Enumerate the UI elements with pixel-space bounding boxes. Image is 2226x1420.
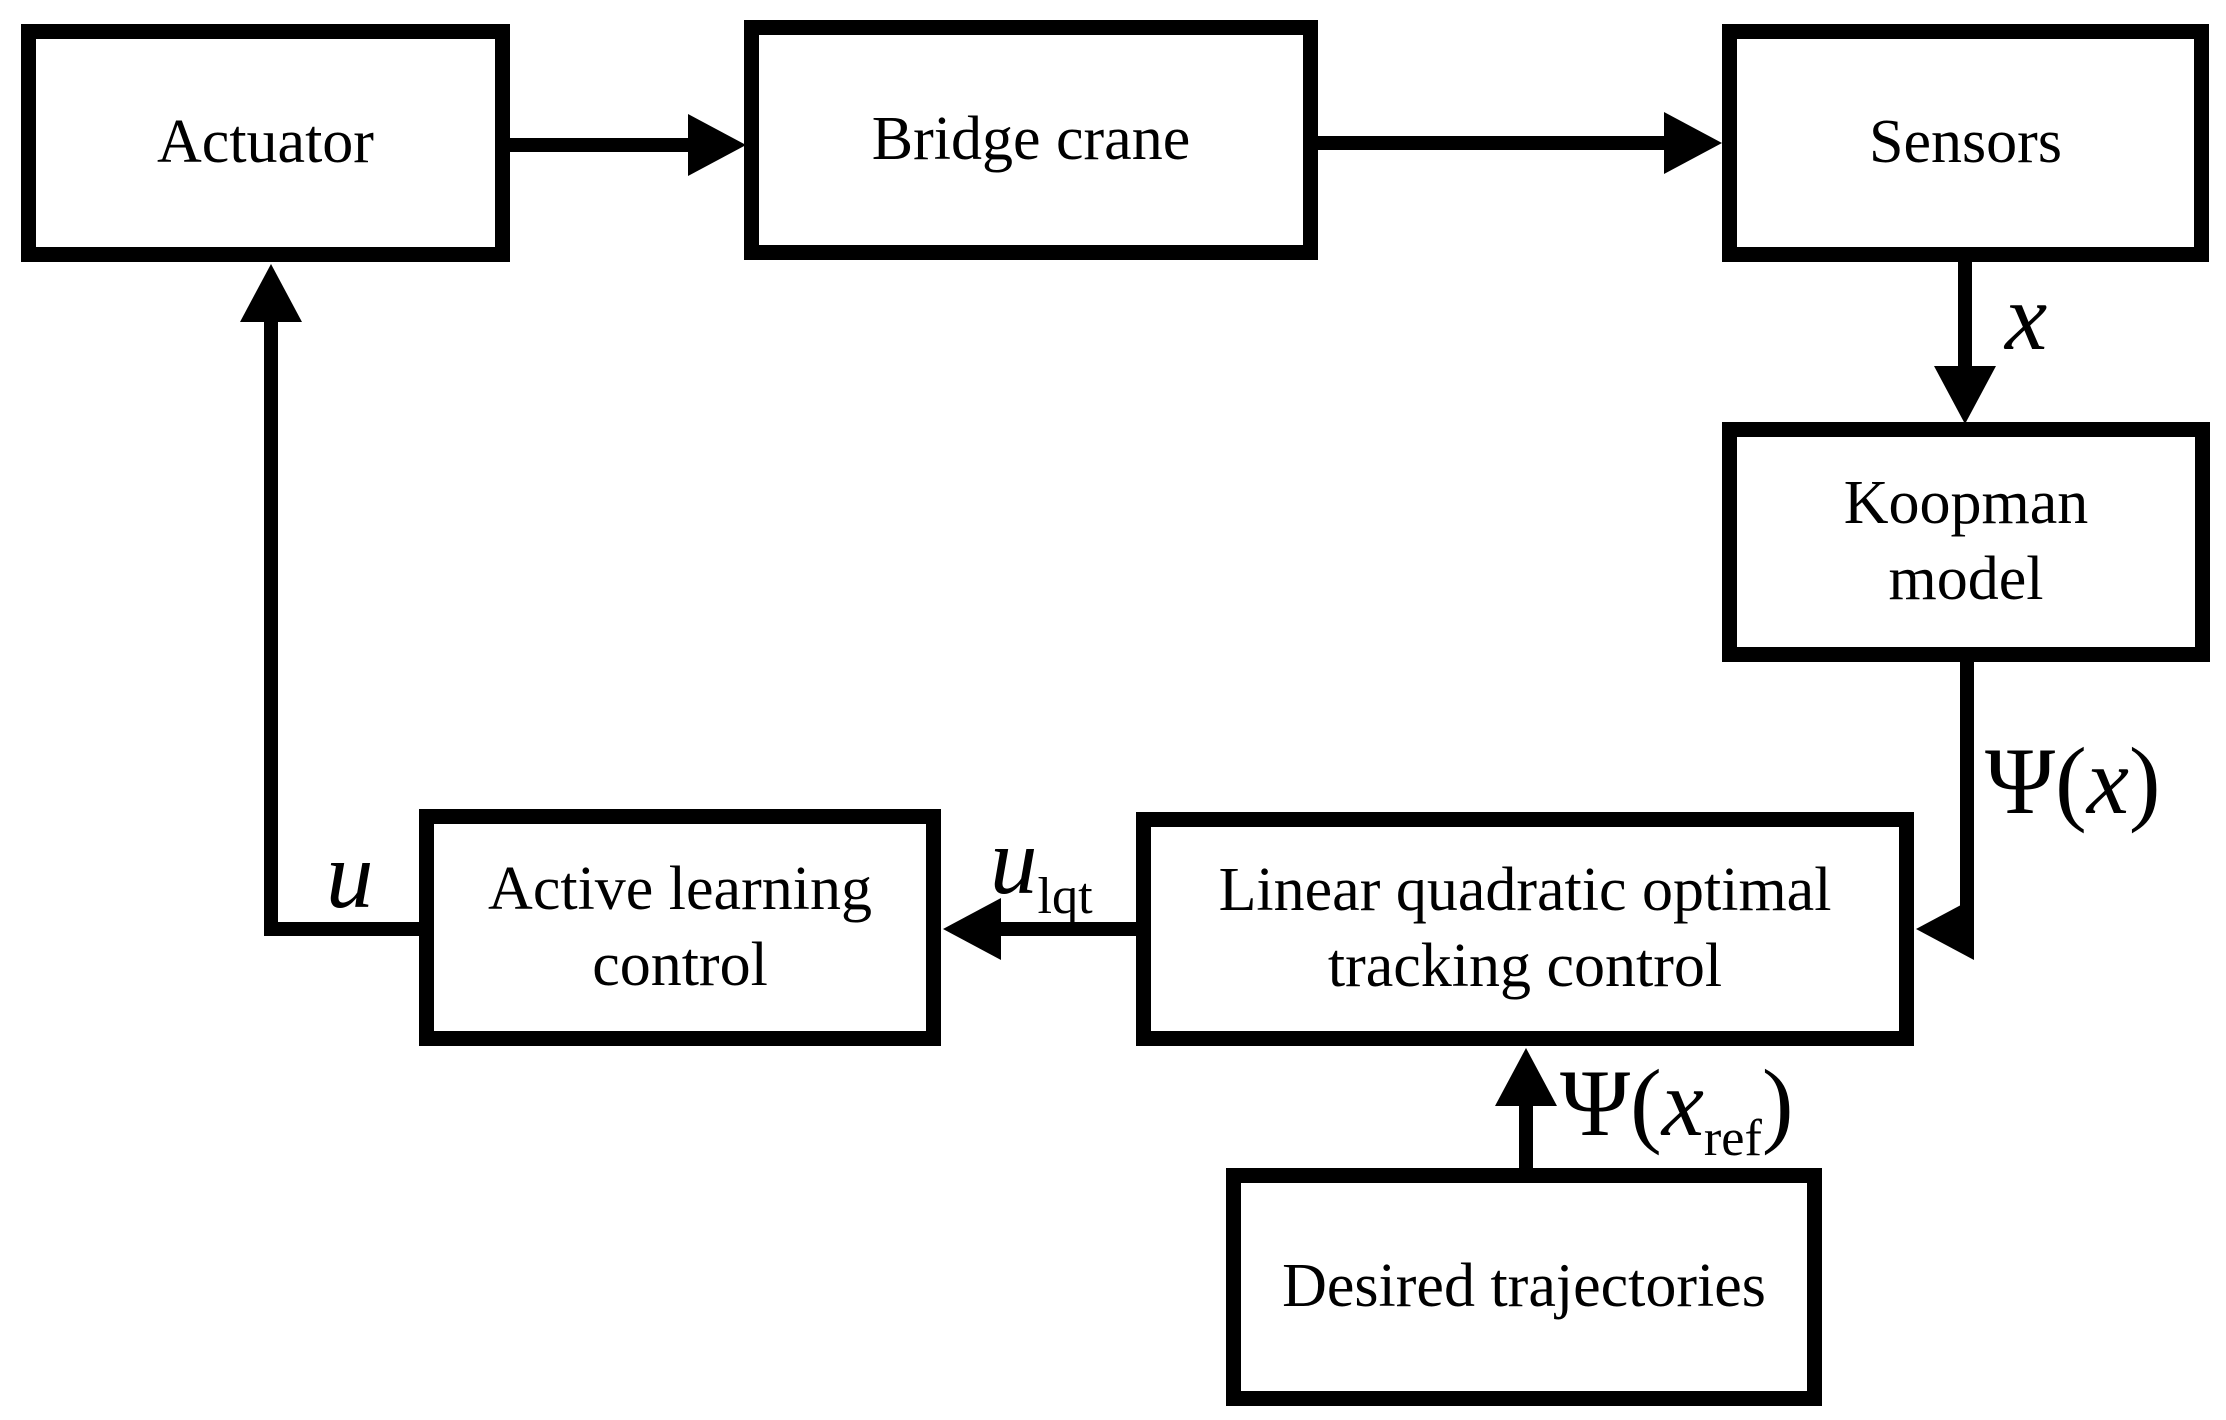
actuator-label: Actuator [157,108,374,177]
psi-xref-subscript: ref [1703,1109,1762,1167]
arrow-actuator-to-bridge-line [508,138,704,152]
arrow-alc-to-actuator-hline [264,922,419,936]
u-lqt-var: u [990,808,1038,914]
arrow-sensors-to-koopman-line [1958,260,1972,370]
arrow-alc-to-actuator-vline [264,315,278,936]
desired-trajectories-label: Desired trajectories [1282,1252,1766,1321]
psi-xref-func: Ψ [1560,1050,1631,1156]
psi-x-close-paren: ) [2128,728,2161,834]
u-var: u [326,822,374,928]
active-learning-control-box: Active learning control [419,809,941,1046]
psi-x-open-paren: ( [2055,728,2087,834]
koopman-label-line1: Koopman [1843,469,2089,538]
koopman-model-box: Koopman model [1722,422,2210,662]
arrow-actuator-to-bridge-head-icon [688,114,746,176]
arrow-alc-to-actuator-head-icon [240,264,302,322]
lqt-control-box: Linear quadratic optimal tracking contro… [1136,812,1914,1046]
bridge-crane-label: Bridge crane [871,105,1191,174]
psi-x-func: Ψ [1985,728,2056,834]
desired-trajectories-box: Desired trajectories [1226,1168,1822,1406]
signal-label-psi-x-ref: Ψ(xref) [1560,1053,1794,1167]
sensors-label: Sensors [1869,108,2062,177]
sensors-box: Sensors [1722,24,2209,262]
alc-label-line2: control [592,930,768,999]
psi-xref-var: x [1661,1050,1704,1156]
bridge-crane-box: Bridge crane [744,20,1318,260]
arrow-desired-to-lqt-head-icon [1495,1048,1557,1106]
arrow-koopman-to-lqt-head-icon [1916,898,1974,960]
arrow-sensors-to-koopman-head-icon [1934,366,1996,424]
arrow-bridge-to-sensors-head-icon [1664,112,1722,174]
alc-label-line1: Active learning [488,854,872,923]
actuator-box: Actuator [21,24,510,262]
signal-label-psi-x: Ψ(x) [1985,731,2161,832]
signal-label-x: x [2005,267,2047,368]
koopman-label-line2: model [1888,545,2044,613]
arrow-desired-to-lqt-line [1519,1096,1533,1168]
psi-xref-close-paren: ) [1761,1050,1794,1156]
arrow-bridge-to-sensors-line [1318,136,1670,150]
arrow-lqt-to-alc-head-icon [943,898,1001,960]
lqt-label-line1: Linear quadratic optimal [1218,856,1832,925]
signal-label-u-lqt: ulqt [990,811,1093,925]
signal-label-u: u [326,825,374,926]
arrow-lqt-to-alc-line [999,922,1136,936]
signal-x-var: x [2005,264,2048,370]
u-lqt-subscript: lqt [1037,867,1093,925]
psi-x-var: x [2086,728,2129,834]
psi-xref-open-paren: ( [1630,1050,1662,1156]
lqt-label-line2: tracking control [1327,932,1723,1000]
arrow-koopman-to-lqt-line [1960,660,1974,932]
